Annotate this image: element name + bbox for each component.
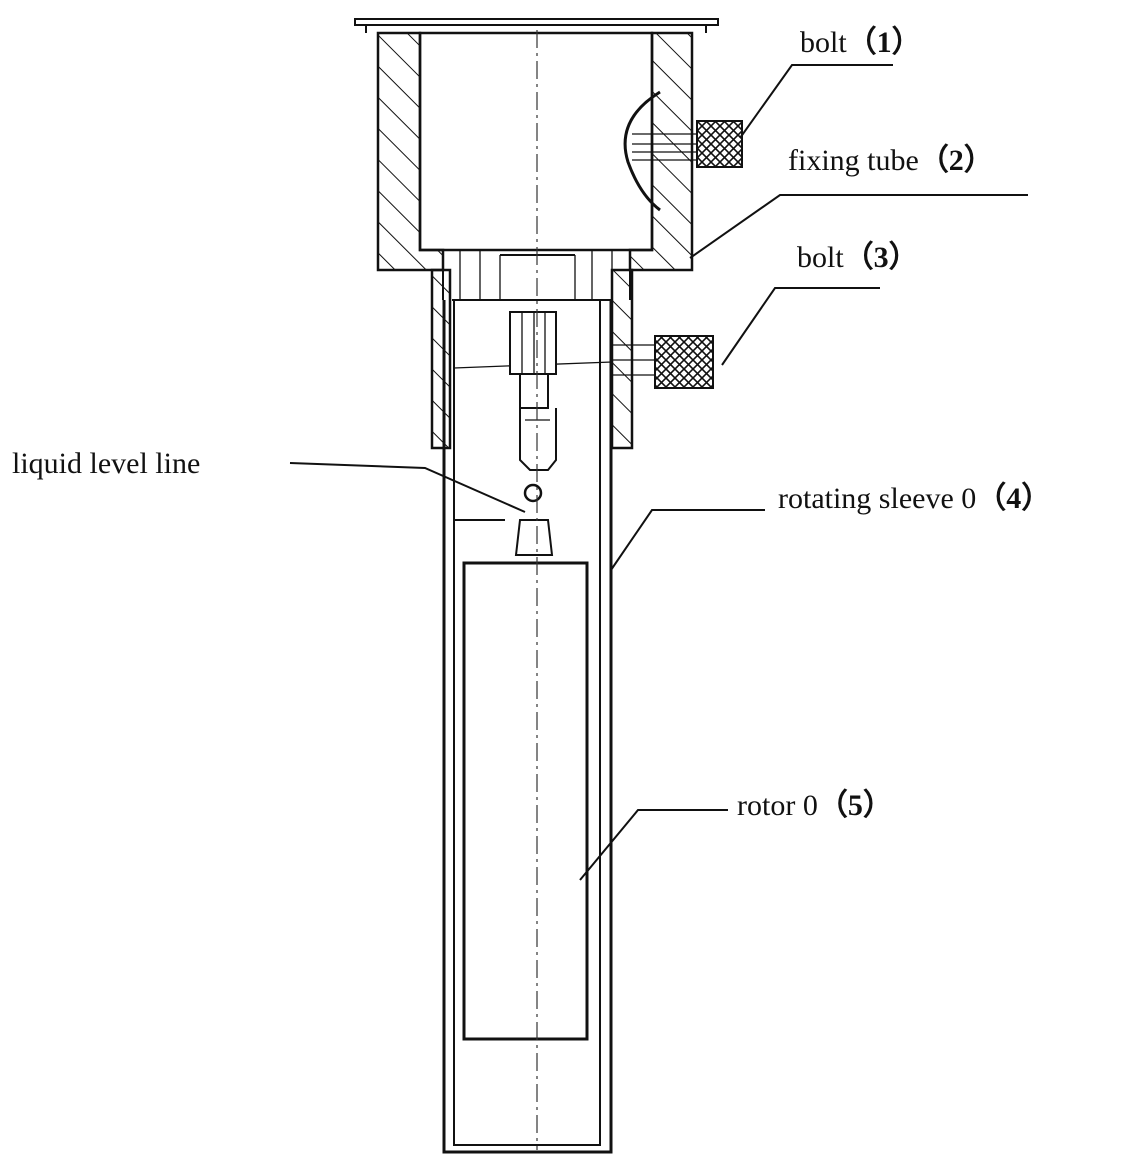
label-bolt-1: bolt（1） bbox=[800, 25, 922, 59]
top-flange-plate bbox=[354, 18, 719, 33]
drive-shaft bbox=[509, 311, 557, 556]
bolt-3 bbox=[612, 335, 714, 389]
label-rotor: rotor 0（5） bbox=[737, 788, 893, 822]
label-fixing-tube: fixing tube（2） bbox=[788, 143, 994, 177]
fixing-tube-housing bbox=[376, 31, 694, 301]
label-liquid-level-line: liquid level line bbox=[12, 447, 200, 480]
label-bolt-3: bolt（3） bbox=[797, 240, 919, 274]
label-rotating-sleeve: rotating sleeve 0（4） bbox=[778, 481, 1051, 515]
bolt-1 bbox=[632, 120, 743, 168]
leader-lines bbox=[289, 64, 1028, 881]
rotor bbox=[462, 561, 589, 1041]
